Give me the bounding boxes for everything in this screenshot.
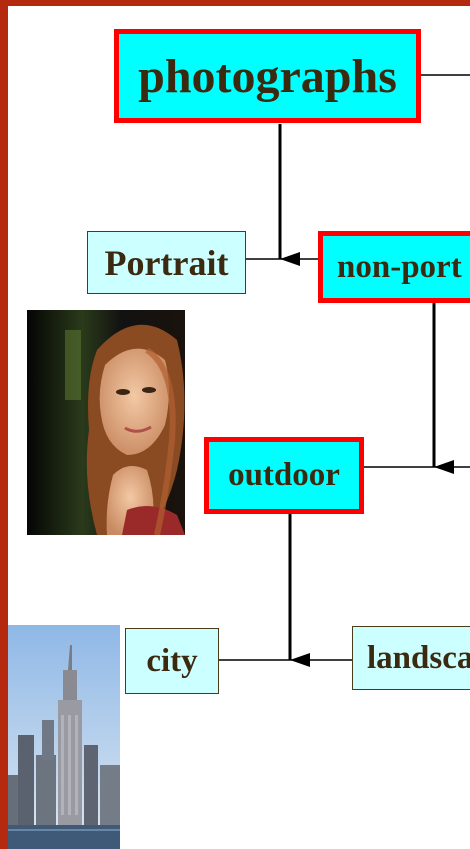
node-outdoor: outdoor	[204, 437, 364, 514]
node-city-label: city	[146, 642, 198, 679]
city-skyline-photo	[8, 625, 120, 849]
node-outdoor-label: outdoor	[228, 457, 340, 493]
connector-lines	[219, 74, 470, 667]
node-non-portrait-label: non-port	[337, 248, 462, 285]
node-photographs: photographs	[114, 29, 421, 123]
node-portrait-label: Portrait	[104, 242, 229, 283]
node-photographs-label: photographs	[138, 49, 397, 103]
node-landscape: landsca	[352, 626, 470, 690]
node-landscape-label: landsca	[367, 639, 470, 676]
node-city: city	[125, 628, 219, 694]
woman-portrait-photo	[27, 310, 185, 535]
node-non-portrait: non-port	[318, 231, 470, 303]
diagram-slide: photographs Portrait non-port outdoor ci…	[8, 6, 470, 849]
node-portrait: Portrait	[87, 231, 246, 294]
